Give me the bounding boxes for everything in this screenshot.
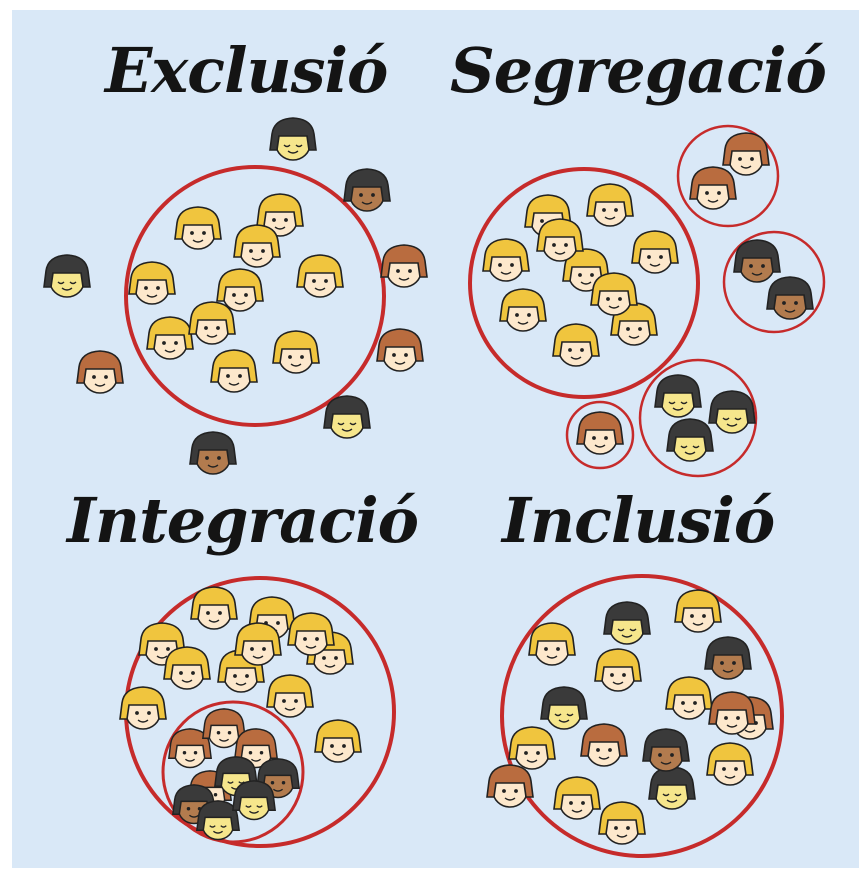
title-inclusion: Inclusió [502, 484, 775, 557]
dark-face [642, 728, 690, 772]
blond-face [536, 218, 584, 262]
blond-face [314, 719, 362, 763]
blond-face [665, 676, 713, 720]
integration-subgroup-circle [161, 700, 305, 844]
brown-face [486, 764, 534, 808]
blond-face [266, 674, 314, 718]
blond-face [174, 206, 222, 250]
brown-face [380, 244, 428, 288]
brown-face [689, 166, 737, 210]
blond-face [188, 301, 236, 345]
segregation-circle-yellow [638, 358, 758, 478]
blond-face [552, 323, 600, 367]
blond-face [216, 268, 264, 312]
blond-face [706, 742, 754, 786]
yellow-face [232, 780, 276, 821]
panel-exclusion [43, 117, 428, 475]
yellow-face [603, 601, 651, 645]
brown-face [722, 132, 770, 176]
yellow-face [654, 374, 702, 418]
yellow-face [666, 418, 714, 462]
blond-face [287, 612, 335, 656]
diagram-illustration [43, 117, 826, 858]
blond-face [553, 776, 601, 820]
yellow-face [196, 800, 240, 841]
yellow-face [43, 254, 91, 298]
title-segregation: Segregació [450, 34, 827, 107]
blond-face [610, 302, 658, 346]
segregation-circle-single [565, 400, 635, 470]
blond-face [233, 224, 281, 268]
blond-face [631, 230, 679, 274]
blond-face [590, 272, 638, 316]
panel-integration [119, 576, 396, 848]
segregation-main-circle [468, 167, 700, 399]
inclusion-circle [500, 574, 784, 858]
brown-face [708, 691, 756, 735]
blond-face [272, 330, 320, 374]
blond-face [586, 183, 634, 227]
brown-face [168, 728, 212, 769]
blond-face [528, 622, 576, 666]
blond-face [256, 193, 304, 237]
title-integration: Integració [67, 484, 419, 557]
dark-face [343, 168, 391, 212]
yellow-face [648, 766, 696, 810]
blond-face [674, 589, 722, 633]
segregation-circle-brown [676, 124, 780, 228]
title-exclusion: Exclusió [105, 34, 388, 107]
diagram-background: Exclusió Segregació Integració Inclusió [12, 10, 859, 868]
yellow-face [323, 395, 371, 439]
dark-face [704, 636, 752, 680]
yellow-face [540, 686, 588, 730]
blond-face [128, 261, 176, 305]
blond-face [508, 726, 556, 770]
dark-face [766, 276, 814, 320]
brown-face [76, 350, 124, 394]
blond-face [296, 254, 344, 298]
blond-face [499, 288, 547, 332]
panel-inclusion [486, 574, 784, 858]
blond-face [190, 586, 238, 630]
dark-face [172, 784, 216, 825]
blond-face [594, 648, 642, 692]
blond-face [482, 238, 530, 282]
blond-face [210, 349, 258, 393]
brown-face [376, 328, 424, 372]
blond-face [598, 801, 646, 845]
yellow-face [269, 117, 317, 161]
dark-face [733, 239, 781, 283]
segregation-circle-dark [722, 230, 826, 334]
dark-face [189, 431, 237, 475]
brown-face [202, 708, 246, 749]
blond-face [234, 622, 282, 666]
blond-face [138, 622, 186, 666]
blond-face [163, 646, 211, 690]
blond-face [119, 686, 167, 730]
brown-face [576, 411, 624, 455]
blond-face [146, 316, 194, 360]
panel-segregation [468, 124, 826, 478]
exclusion-circle [124, 165, 386, 427]
yellow-face [708, 390, 756, 434]
brown-face [580, 723, 628, 767]
